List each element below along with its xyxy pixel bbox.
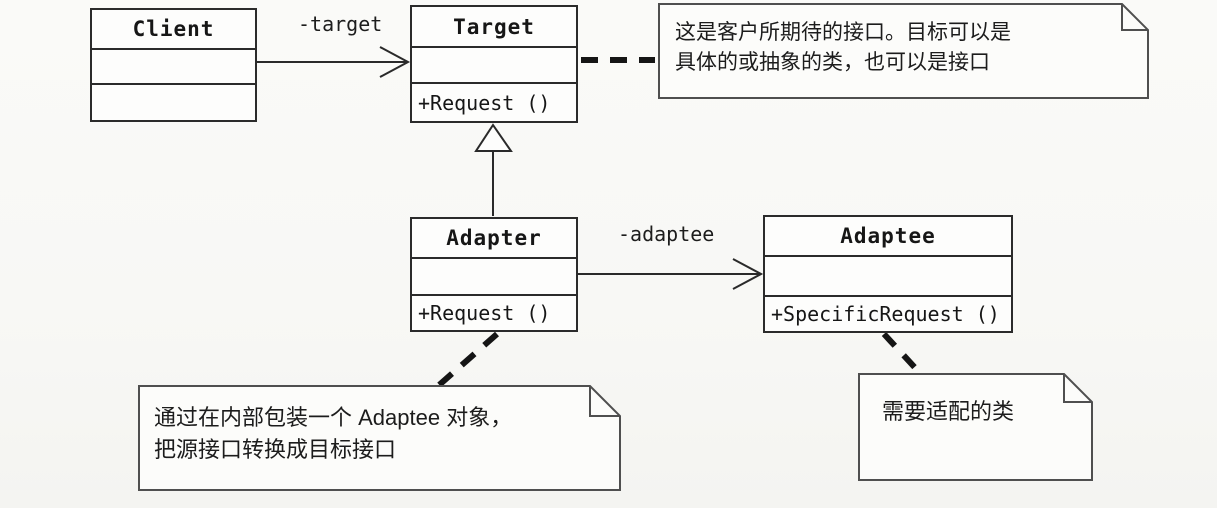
note-adaptee: 需要适配的类 bbox=[858, 373, 1093, 481]
hollow-triangle-arrowhead-icon bbox=[474, 123, 513, 152]
class-client: Client bbox=[90, 8, 257, 122]
note-adapter-line2: 把源接口转换成目标接口 bbox=[154, 437, 397, 462]
class-target-attributes bbox=[412, 48, 576, 84]
class-client-methods bbox=[92, 85, 255, 120]
open-arrowhead-icon bbox=[732, 258, 764, 290]
note-anchor-adaptee-line bbox=[881, 331, 922, 375]
note-target-line1: 这是客户所期待的接口。目标可以是 bbox=[675, 21, 1011, 44]
class-client-name: Client bbox=[92, 10, 255, 50]
class-adapter-methods: +Request () bbox=[418, 301, 551, 325]
class-adaptee-attributes bbox=[765, 257, 1011, 297]
note-dogear-shape bbox=[858, 373, 1093, 481]
class-adaptee-name: Adaptee bbox=[765, 217, 1011, 257]
association-label-target: -target bbox=[298, 12, 383, 36]
note-adapter-line1: 通过在内部包装一个 Adaptee 对象， bbox=[154, 405, 513, 430]
class-adaptee: Adaptee +SpecificRequest () bbox=[763, 215, 1013, 333]
note-anchor-adapter-line bbox=[436, 331, 499, 389]
association-label-adaptee: -adaptee bbox=[618, 222, 715, 246]
class-adapter: Adapter +Request () bbox=[410, 217, 578, 332]
note-target: 这是客户所期待的接口。目标可以是 具体的或抽象的类，也可以是接口 bbox=[658, 3, 1149, 99]
note-dogear-shape bbox=[138, 385, 621, 491]
note-dogear-shape bbox=[658, 3, 1149, 99]
class-adapter-attributes bbox=[412, 259, 576, 296]
note-adapter: 通过在内部包装一个 Adaptee 对象， 把源接口转换成目标接口 bbox=[138, 385, 621, 491]
class-client-attributes bbox=[92, 50, 255, 85]
class-target-name: Target bbox=[412, 7, 576, 48]
open-arrowhead-icon bbox=[379, 46, 411, 78]
class-adaptee-methods: +SpecificRequest () bbox=[771, 302, 1000, 326]
class-target: Target +Request () bbox=[410, 5, 578, 123]
note-target-line2: 具体的或抽象的类，也可以是接口 bbox=[675, 51, 990, 74]
class-adapter-name: Adapter bbox=[412, 219, 576, 259]
note-adaptee-line1: 需要适配的类 bbox=[882, 399, 1015, 424]
class-target-methods: +Request () bbox=[418, 90, 551, 115]
